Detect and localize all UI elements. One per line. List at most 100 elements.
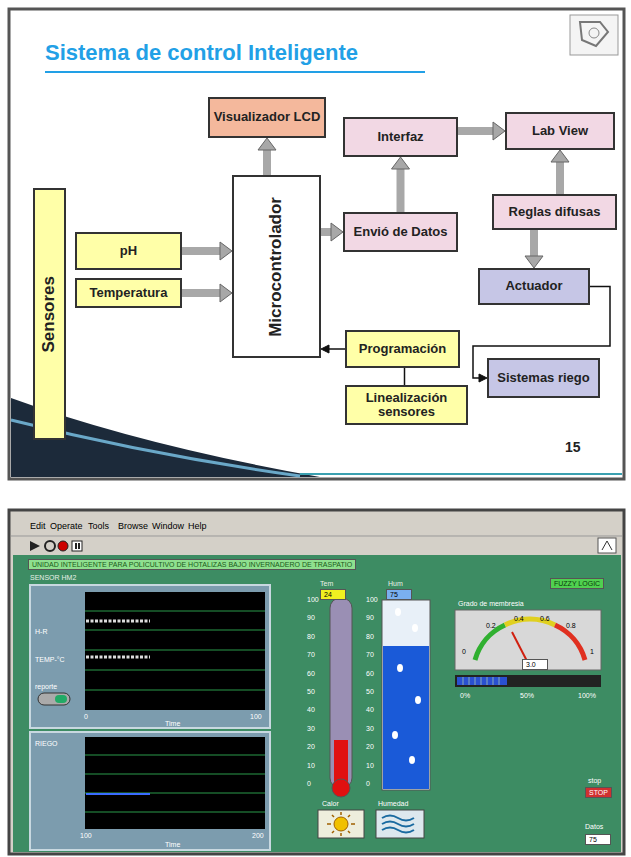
scale-number: 90 [366, 614, 374, 621]
scale-number: 50 [366, 688, 374, 695]
node-text: Programación [359, 342, 446, 356]
scale-number: 10 [366, 762, 374, 769]
process-box: Interfaz [343, 117, 458, 157]
actuator-box: Sistemas riego [487, 358, 600, 398]
node-text: Temperatura [90, 286, 168, 300]
scale-number: 20 [366, 743, 374, 750]
indicator-value: 75 [585, 834, 611, 845]
chart-grid [85, 755, 265, 812]
node-text: Lab View [532, 124, 588, 138]
axis-title: Time [165, 841, 180, 848]
toolbar-icons [30, 538, 616, 553]
axis-title: Time [165, 720, 180, 727]
gauge-number: 0.2 [486, 622, 496, 629]
axis-number: 100 [250, 713, 262, 720]
gauge-face [455, 610, 601, 670]
chart-plot [85, 592, 265, 710]
block-arrow [321, 223, 343, 241]
menu-item: Window [152, 522, 184, 531]
menu-divider [11, 536, 622, 537]
program-box: Linealización sensores [345, 385, 468, 425]
block-arrow [392, 157, 410, 212]
indicator-label: Hum [388, 580, 403, 587]
chart-label: TEMP-°C [35, 656, 65, 663]
node-text: Reglas difusas [509, 205, 601, 219]
scale-number: 100 [307, 596, 319, 603]
connector-line [263, 149, 271, 175]
arrow-head [220, 242, 232, 260]
screenshot-frame [9, 510, 624, 854]
block-arrow [182, 284, 232, 302]
connector-line [530, 230, 538, 257]
arrow-head [392, 157, 410, 169]
scale-number: 80 [307, 633, 315, 640]
page-number: 15 [565, 440, 581, 454]
indicator-label: Calor [322, 800, 339, 807]
thin-arrow [404, 368, 405, 385]
node-text: Envió de Datos [354, 225, 448, 239]
humedad-icon [376, 810, 424, 838]
scale-number: 40 [307, 706, 315, 713]
scale-number: 50 [307, 688, 315, 695]
temp-trace [86, 656, 150, 659]
menu-item: Help [188, 522, 207, 531]
slide-frame [9, 9, 624, 479]
button-label: stop [588, 777, 601, 784]
arrow-head [321, 345, 329, 353]
connector-line [556, 161, 564, 194]
gauge-title: Grado de membresia [458, 600, 524, 607]
sensor-box: Temperatura [75, 278, 182, 308]
scale-number: 100 [366, 596, 378, 603]
process-box: Reglas difusas [492, 194, 617, 230]
bar-number: 100% [578, 692, 596, 699]
connector-line [321, 228, 332, 236]
chart-grid [85, 611, 265, 690]
reporte-led [55, 695, 67, 703]
stop-button: STOP [585, 787, 612, 798]
gauge-arc [475, 625, 505, 660]
menu-item: Edit [30, 522, 46, 531]
gauge-number: 1 [590, 648, 594, 655]
scale-number: 30 [366, 725, 374, 732]
node-text: pH [120, 244, 137, 258]
axis-number: 100 [80, 832, 92, 839]
connector-line [458, 127, 494, 135]
node-text: Microcontrolador [267, 197, 286, 337]
calor-icon [318, 810, 364, 838]
node-text: Actuador [505, 279, 562, 293]
humidity-fill [383, 646, 429, 789]
connector-line [182, 247, 221, 255]
mode-indicator: FUZZY LOGIC [550, 578, 604, 589]
indicator-label: Humedad [378, 800, 408, 807]
arrow-head [479, 374, 487, 382]
thermometer-tube [330, 598, 352, 788]
scale-number: 0 [307, 780, 311, 787]
humidity-bubbles [392, 608, 421, 764]
node-text: Visualizador LCD [214, 110, 321, 124]
indicator-value: 24 [320, 589, 346, 600]
chart-label: RIEGO [35, 740, 58, 747]
logo [570, 15, 618, 55]
scale-number: 40 [366, 706, 374, 713]
block-arrow [182, 242, 232, 260]
scale-number: 10 [307, 762, 315, 769]
scale-number: 60 [307, 670, 315, 677]
node-text: Sensores [40, 276, 59, 353]
indicator-label: Tem [320, 580, 333, 587]
riego-trace [86, 793, 150, 795]
gauge-number: 0.4 [514, 615, 524, 622]
slide-title: Sistema de control Inteligente [45, 40, 358, 66]
indicator-value: 75 [386, 589, 412, 600]
connector-line [397, 168, 405, 212]
connector-line [182, 289, 221, 297]
node-text: Linealización sensores [347, 391, 466, 420]
program-box: Programación [345, 330, 460, 368]
axis-number: 200 [252, 832, 264, 839]
gauge-arc [555, 625, 585, 660]
scale-number: 60 [366, 670, 374, 677]
scale-number: 20 [307, 743, 315, 750]
progress-fill [457, 677, 507, 685]
connector-line [404, 368, 406, 385]
thin-arrow [321, 345, 345, 353]
